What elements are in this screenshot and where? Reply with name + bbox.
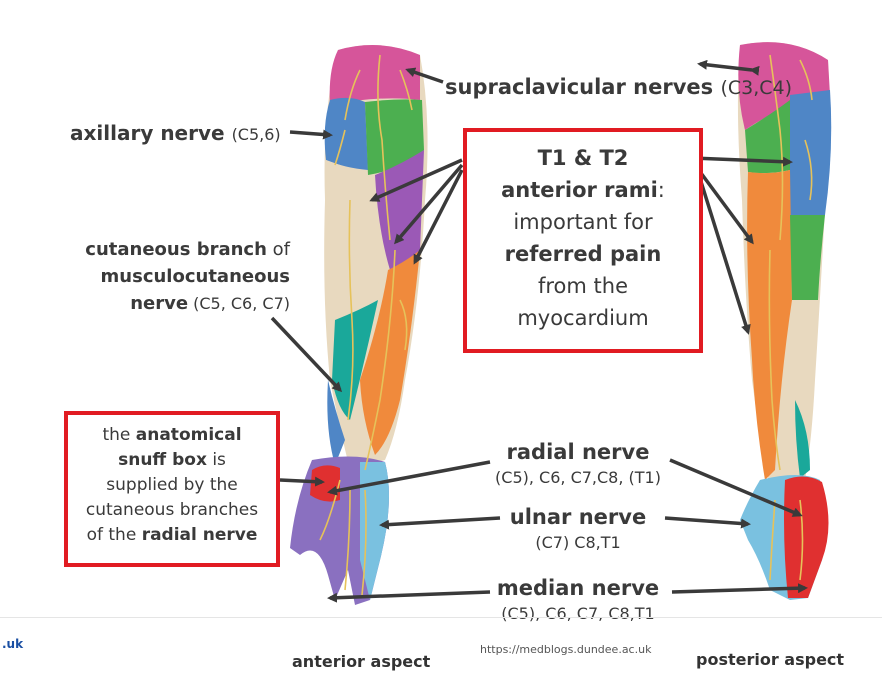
t1t2-line6: myocardium xyxy=(517,306,649,330)
t1t2-line3: important for xyxy=(513,210,653,234)
t1t2-rami: anterior rami xyxy=(501,178,658,202)
radial-name: radial nerve xyxy=(506,440,650,464)
pointer-arrows xyxy=(270,59,808,603)
arrow-radial-posterior xyxy=(669,458,803,517)
arrow-t1t2-a1 xyxy=(369,158,463,202)
arrow-t1t2-a3 xyxy=(413,169,464,265)
ulnar-label: ulnar nerve (C7) C8,T1 xyxy=(478,505,678,552)
posterior-aspect-label: posterior aspect xyxy=(696,650,845,669)
axillary-label: axillary nerve (C5,6) xyxy=(70,121,281,145)
median-name: median nerve xyxy=(496,576,660,600)
snuff-l1-pre: the xyxy=(102,425,136,445)
arrow-ulnar-anterior xyxy=(379,516,501,530)
ulnar-roots: (C7) C8,T1 xyxy=(535,533,621,552)
anterior-teal-region xyxy=(332,300,378,420)
arrow-supraclav-anterior xyxy=(405,67,444,84)
supraclavicular-name: supraclavicular nerves xyxy=(445,75,714,99)
arrow-radial-anterior xyxy=(327,460,491,496)
t1t2-line5: from the xyxy=(537,274,628,298)
t1t2-colon: : xyxy=(657,178,665,202)
snuff-l2-bold: snuff box xyxy=(118,450,207,470)
anterior-t1-region xyxy=(375,150,424,270)
arrow-supraclav-posterior xyxy=(697,59,760,76)
anterior-aspect-label: anterior aspect xyxy=(292,652,431,671)
anterior-supraclavicular-region xyxy=(329,45,420,105)
footer-link-fragment[interactable]: .uk xyxy=(2,637,24,651)
anterior-musculocutaneous-region xyxy=(360,250,420,455)
posterior-supraclavicular-region xyxy=(738,42,830,131)
snuff-l4: cutaneous branches xyxy=(85,500,259,520)
ulnar-name: ulnar nerve xyxy=(509,505,647,529)
snuff-l1-bold: anatomical xyxy=(135,425,242,445)
arrow-t1t2-p1 xyxy=(691,156,793,167)
t1t2-callout: T1 & T2 anterior rami: important for ref… xyxy=(463,128,703,353)
axillary-roots: (C5,6) xyxy=(231,125,281,144)
musc-line3-bold: nerve xyxy=(130,293,189,314)
arrow-median-posterior xyxy=(671,583,808,594)
snuff-l2-rest: is xyxy=(206,450,226,470)
arrow-musculocutaneous xyxy=(270,316,343,393)
anterior-arm xyxy=(290,45,428,605)
arrow-t1t2-a2 xyxy=(394,163,464,245)
posterior-arm xyxy=(737,42,832,600)
median-label: median nerve (C5), C6, C7, C8,T1 xyxy=(478,576,678,623)
posterior-green-region xyxy=(790,215,825,300)
musc-line1-rest: of xyxy=(266,239,290,260)
snuffbox-callout: the anatomical snuff box is supplied by … xyxy=(64,411,280,567)
arrow-t1t2-p2 xyxy=(693,163,754,245)
axillary-name: axillary nerve xyxy=(70,121,225,145)
supraclavicular-label: supraclavicular nerves (C3,C4) xyxy=(445,75,792,99)
posterior-hand-radial xyxy=(784,476,829,598)
musc-line2: musculocutaneous xyxy=(100,266,290,287)
arrow-t1t2-p3 xyxy=(696,171,751,335)
t1t2-title: T1 & T2 xyxy=(537,146,629,170)
arrow-ulnar-posterior xyxy=(664,516,751,529)
t1t2-referred-pain: referred pain xyxy=(504,242,662,266)
supraclavicular-roots: (C3,C4) xyxy=(720,77,793,99)
posterior-ulnar-strip xyxy=(795,400,810,478)
median-roots: (C5), C6, C7, C8,T1 xyxy=(501,604,655,623)
posterior-axillary-region xyxy=(790,90,832,218)
musc-roots: (C5, C6, C7) xyxy=(188,294,290,313)
snuff-l3: supplied by the xyxy=(106,475,238,495)
arrow-median-anterior xyxy=(327,590,491,603)
arrow-snuffbox xyxy=(279,476,325,487)
footer-divider xyxy=(0,617,882,618)
snuff-l5-pre: of the xyxy=(86,525,142,545)
arrow-axillary xyxy=(289,129,333,140)
anterior-axillary-region xyxy=(324,97,368,170)
radial-label: radial nerve (C5), C6, C7,C8, (T1) xyxy=(478,440,678,487)
radial-roots: (C5), C6, C7,C8, (T1) xyxy=(495,468,661,487)
musculocutaneous-label: cutaneous branch of musculocutaneous ner… xyxy=(70,236,290,317)
posterior-nerve-branches xyxy=(768,54,813,581)
anterior-ulnar-strip xyxy=(327,380,345,465)
musc-line1-bold: cutaneous branch xyxy=(85,239,267,260)
anterior-nerve-branches xyxy=(319,54,413,596)
anterior-hand-ulnar xyxy=(360,462,389,600)
snuff-l5-bold: radial nerve xyxy=(141,525,258,545)
source-url: https://medblogs.dundee.ac.uk xyxy=(480,643,652,656)
anterior-medial-region xyxy=(326,160,380,320)
